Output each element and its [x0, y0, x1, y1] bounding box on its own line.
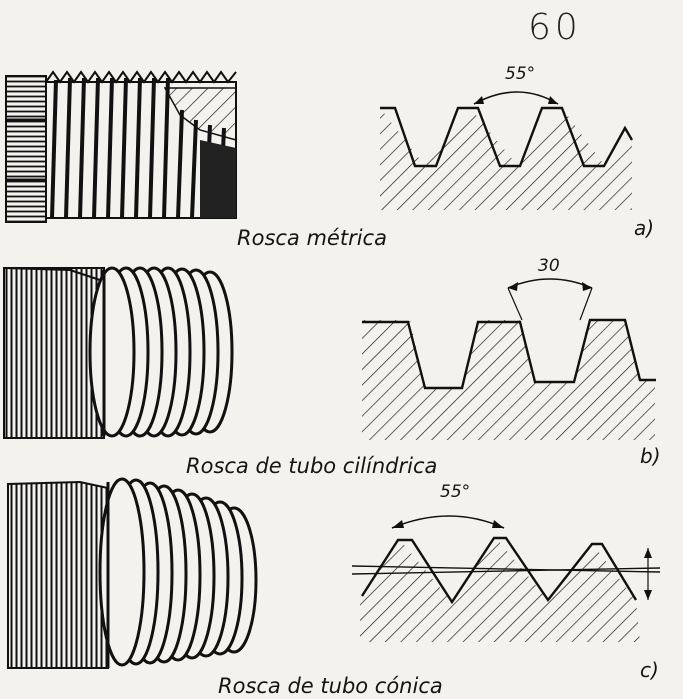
cylindrical-angle-label: 30 [538, 256, 560, 276]
handwritten-note: 60 [528, 7, 582, 48]
cylindrical-tag: b) [640, 444, 661, 468]
metric-caption: Rosca métrica [237, 226, 387, 250]
cylindrical-caption: Rosca de tubo cilíndrica [186, 454, 438, 478]
metric-angle-label: 55° [505, 64, 536, 84]
conical-caption: Rosca de tubo cónica [218, 674, 443, 698]
conical-angle-label: 55° [440, 482, 471, 502]
metric-tag: a) [634, 216, 655, 240]
conical-tag: c) [640, 658, 659, 682]
